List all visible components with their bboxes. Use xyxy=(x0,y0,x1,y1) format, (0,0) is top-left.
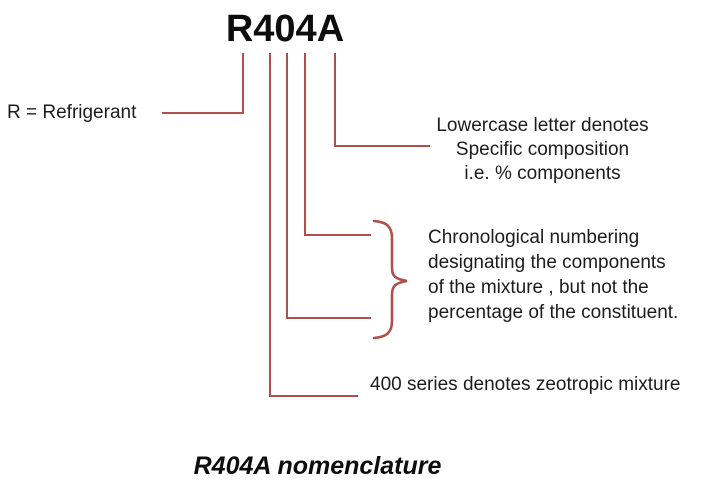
connector-0-horizontal xyxy=(286,317,371,319)
connector-0-vertical xyxy=(286,53,288,319)
connector-r-horizontal xyxy=(162,112,244,114)
chronological-note-line4: percentage of the constituent. xyxy=(428,302,679,323)
curly-brace-icon xyxy=(372,219,408,340)
connector-a-vertical xyxy=(334,53,336,147)
connector-4b-horizontal xyxy=(304,234,371,236)
lowercase-note-line3: i.e. % components xyxy=(464,163,621,184)
chronological-note: Chronological numbering designating the … xyxy=(428,225,705,325)
lowercase-note-line2: Specific composition xyxy=(455,139,630,160)
connector-a-horizontal xyxy=(334,145,430,147)
chronological-note-line2: designating the components xyxy=(428,252,666,273)
diagram-caption: R404A nomenclature xyxy=(193,452,442,480)
series-note: 400 series denotes zeotropic mixture xyxy=(370,374,681,395)
diagram-title: R404A xyxy=(225,8,345,50)
connector-4a-horizontal xyxy=(269,395,358,397)
lowercase-note-line1: Lowercase letter denotes xyxy=(436,115,649,136)
chronological-note-line3: of the mixture , but not the xyxy=(428,277,649,298)
connector-r-vertical xyxy=(242,53,244,114)
lowercase-note: Lowercase letter denotes Specific compos… xyxy=(425,114,660,186)
chronological-note-line1: Chronological numbering xyxy=(428,227,640,248)
connector-4a-vertical xyxy=(269,53,271,397)
refrigerant-label: R = Refrigerant xyxy=(7,102,137,123)
connector-4b-vertical xyxy=(304,53,306,236)
